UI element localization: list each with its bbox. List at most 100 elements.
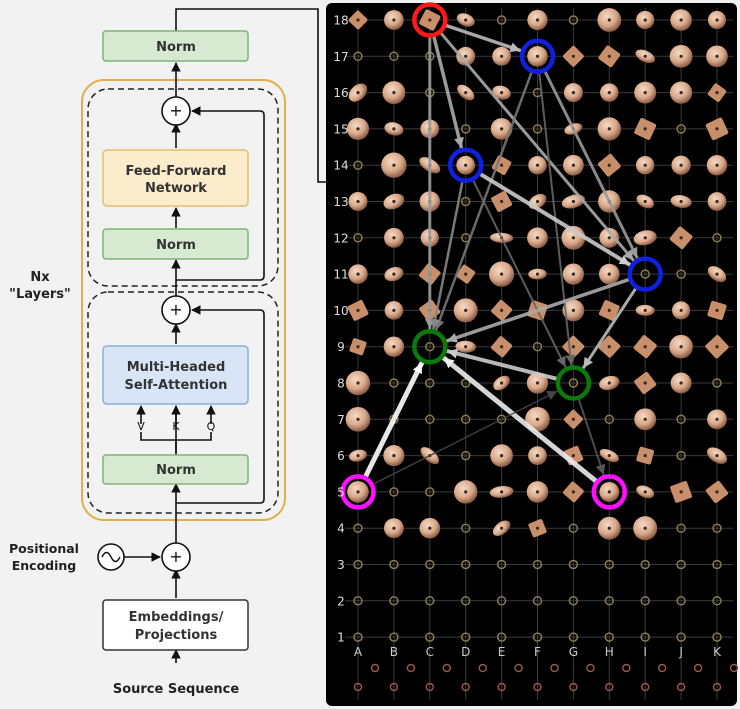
row-label: 8 <box>337 377 345 391</box>
bolt-hole <box>464 127 468 131</box>
norm2-block <box>102 228 249 260</box>
foothold-marker <box>478 663 487 673</box>
sine-wave-curve <box>101 551 121 563</box>
bolt-hole <box>679 272 683 276</box>
bolt-hole <box>464 18 468 22</box>
embed-label-line1: Embeddings/ <box>129 610 224 625</box>
bolt-hole <box>392 18 396 22</box>
row-label: 3 <box>337 558 345 572</box>
bolt-hole <box>428 417 432 421</box>
bolt-hole <box>464 417 468 421</box>
bolt-hole <box>535 454 540 458</box>
foothold-marker <box>425 632 435 642</box>
row-label: 10 <box>333 304 348 318</box>
foothold-marker <box>550 663 559 673</box>
bolt-hole <box>356 272 360 276</box>
bolt-hole <box>715 417 719 421</box>
foothold-marker <box>676 632 686 642</box>
column-label: C <box>426 645 434 659</box>
bolt-hole <box>679 163 683 167</box>
column-label: H <box>605 645 614 659</box>
column-label: F <box>534 645 541 659</box>
bolt-hole <box>535 417 540 421</box>
bolt-hole <box>500 381 504 385</box>
final-norm-label: Norm <box>156 40 196 55</box>
plus-sign: + <box>169 101 182 120</box>
bolt-hole <box>607 417 611 421</box>
foothold-marker <box>676 124 686 134</box>
bolt-hole <box>392 91 396 95</box>
bolt-hole <box>643 308 647 312</box>
foothold-marker <box>460 596 471 606</box>
attention-edge-arrowhead <box>556 355 566 367</box>
attention-sublayer-block <box>87 291 279 514</box>
bolt-hole <box>607 272 611 276</box>
foothold-marker <box>353 632 363 642</box>
bolt-hole <box>464 236 468 240</box>
bolt-hole <box>607 236 611 240</box>
layers-label-line2: "Layers" <box>9 287 71 302</box>
bolt-hole <box>643 454 647 458</box>
attention-edge <box>432 179 464 331</box>
norm2-label: Norm <box>156 238 196 253</box>
pos-enc-label-line2: Encoding <box>12 558 77 573</box>
foothold-marker <box>353 51 363 62</box>
row-label: 13 <box>333 195 348 209</box>
bolt-hole <box>356 454 360 458</box>
column-label: E <box>498 645 506 659</box>
bolt-hole <box>500 18 504 22</box>
bolt-hole <box>571 236 576 240</box>
row-label: 6 <box>337 449 345 463</box>
bolt-hole <box>500 163 504 167</box>
bolt-hole <box>392 381 396 385</box>
foothold-marker <box>425 487 435 497</box>
attention-edge-arrowhead <box>447 348 459 359</box>
foothold-marker <box>712 682 722 692</box>
bolt-hole <box>535 526 540 530</box>
bolt-hole <box>356 345 360 349</box>
bolt-hole <box>535 127 540 131</box>
bolt-hole <box>500 127 504 131</box>
bolt-hole <box>679 381 683 385</box>
layers-label-line1: Nx <box>30 270 50 285</box>
attention-edge <box>371 390 559 486</box>
attention-edge-arrowhead <box>412 362 422 375</box>
bolt-hole <box>643 54 647 58</box>
bolt-hole <box>679 127 683 131</box>
bolt-hole <box>464 381 468 385</box>
bolt-hole <box>356 236 360 240</box>
row-label: 4 <box>337 522 345 536</box>
bolt-hole <box>464 345 468 349</box>
bolt-hole <box>392 454 396 458</box>
foothold-marker <box>712 596 722 606</box>
bolt-hole <box>428 18 432 22</box>
foothold-marker <box>533 682 542 692</box>
foothold-marker <box>532 124 543 134</box>
bolt-hole <box>535 272 540 276</box>
bolt-hole <box>464 163 468 167</box>
source-sequence-label: Source Sequence <box>113 682 240 697</box>
bolt-hole <box>535 345 540 349</box>
bolt-hole <box>535 381 540 385</box>
bolt-hole <box>464 54 468 58</box>
attention-edge <box>438 30 636 262</box>
bolt-hole <box>392 345 396 349</box>
foothold-marker <box>532 341 543 352</box>
foothold-marker <box>370 663 380 673</box>
foothold-marker <box>496 559 507 570</box>
bolt-hole <box>392 54 396 58</box>
bolt-hole <box>715 18 719 22</box>
plus-sign: + <box>169 300 182 319</box>
foothold-marker <box>676 450 686 461</box>
bolt-hole <box>715 454 719 458</box>
bolt-hole <box>356 381 360 385</box>
bolt-hole <box>715 127 719 131</box>
bolt-hole <box>643 417 647 421</box>
foothold-marker <box>425 682 434 692</box>
pos-enc-label-line1: Positional <box>9 541 79 556</box>
foothold-marker <box>425 378 435 388</box>
bolt-hole <box>535 490 540 494</box>
ffn-sublayer-block <box>87 88 279 287</box>
bolt-hole <box>392 272 396 276</box>
